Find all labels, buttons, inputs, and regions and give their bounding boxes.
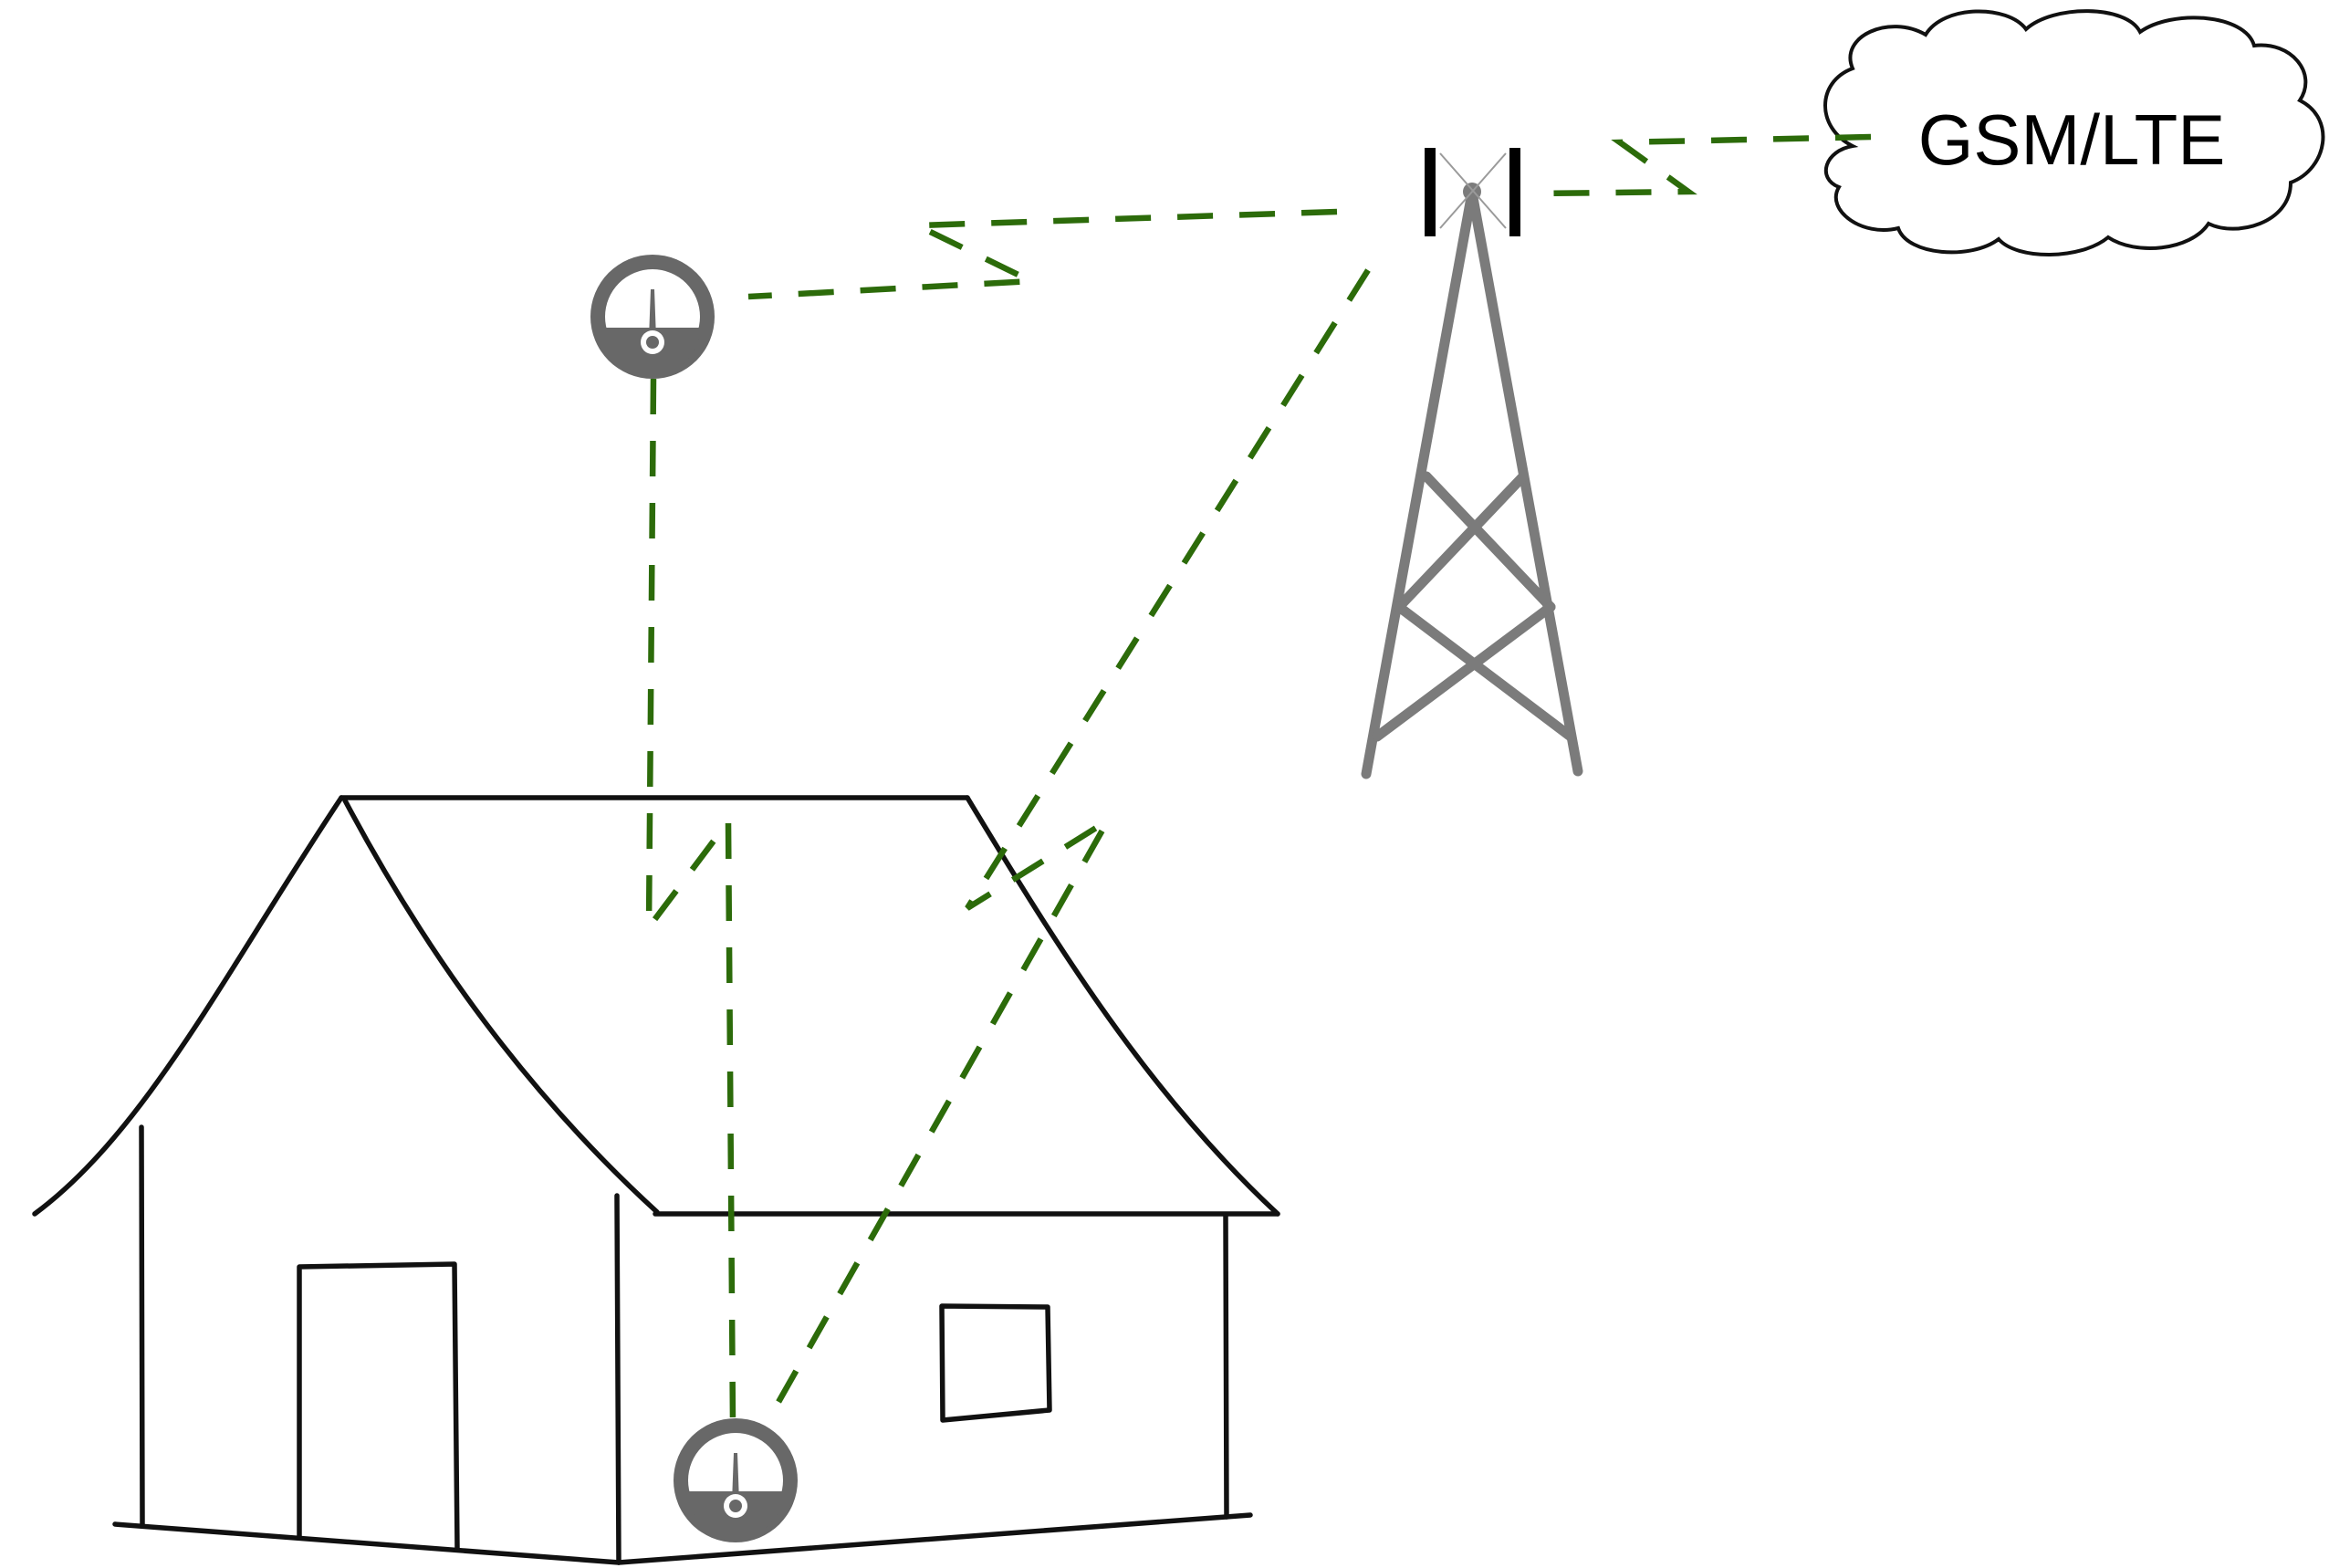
link-upper-meter-to-house-meter — [645, 378, 736, 1425]
radio-links — [645, 133, 1872, 1425]
house-left-roof-slope — [32, 795, 344, 1217]
cell-tower-icon — [1361, 148, 1583, 779]
house-window — [939, 1303, 1052, 1423]
tower-antenna-right — [1509, 148, 1520, 236]
house-sketch — [32, 795, 1280, 1565]
house-gable-slope — [342, 798, 660, 1215]
meter-needle — [649, 289, 656, 339]
gauge-meter-icon — [590, 255, 715, 379]
house-door — [297, 1261, 460, 1552]
tower-right-leg — [1467, 187, 1583, 777]
tower-antenna-x — [1439, 152, 1507, 229]
tower-left-leg — [1361, 187, 1478, 779]
house-right-roof-slope — [965, 795, 1280, 1217]
gsm-lte-cloud: GSM/LTE — [1823, 9, 2325, 256]
meter-hub-center — [729, 1500, 742, 1512]
house-right-wall — [1223, 1213, 1229, 1520]
cloud-label: GSM/LTE — [1918, 99, 2226, 180]
house-corner-wall — [614, 1193, 621, 1565]
link-tower-to-house-meter — [771, 268, 1371, 1412]
meter-hub-center — [646, 336, 659, 349]
house-left-wall — [139, 1124, 145, 1529]
link-tower-to-cloud — [1537, 133, 1872, 197]
cloud-shape — [1823, 9, 2325, 256]
tower-upper-cross — [1394, 471, 1556, 612]
gauge-meter-icon — [674, 1418, 798, 1542]
house-ground-left — [112, 1521, 621, 1565]
tower-antenna-left — [1425, 148, 1436, 236]
house-ground-right — [616, 1512, 1253, 1565]
meter-needle — [732, 1453, 739, 1502]
tower-lower-cross — [1372, 601, 1576, 742]
link-meter-to-tower — [747, 208, 1338, 300]
